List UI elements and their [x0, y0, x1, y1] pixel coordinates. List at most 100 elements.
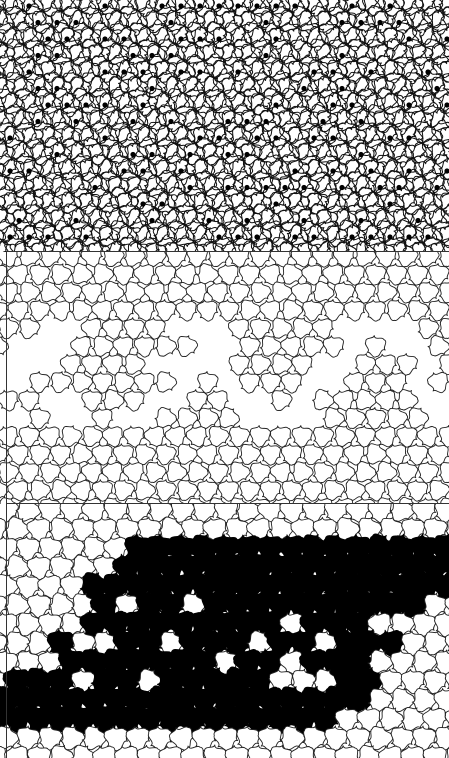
tile-knot — [368, 69, 373, 74]
tile-outline — [435, 726, 449, 750]
tile-knot — [387, 201, 392, 206]
tile-knot — [178, 168, 183, 173]
tile-outline — [260, 444, 280, 465]
tile-outline — [51, 264, 72, 285]
tile-outline — [397, 354, 418, 376]
tile-knot — [358, 119, 363, 124]
tile-outline — [12, 44, 35, 65]
tile-outline — [218, 264, 239, 285]
tile-outline — [439, 354, 449, 375]
dense-overlapping-tiling-panel — [0, 0, 449, 252]
tile-knot — [26, 69, 31, 74]
tile-outline — [102, 354, 123, 375]
tile-outline — [366, 408, 386, 430]
tile-outline — [316, 77, 339, 98]
tile-outline — [155, 300, 175, 322]
tile-knot — [140, 168, 145, 173]
tile-outline — [208, 462, 228, 484]
tile-knot — [235, 69, 240, 74]
tile-knot — [292, 234, 297, 239]
tile-outline — [236, 504, 261, 521]
tile-outline — [386, 408, 407, 429]
tile-outline — [428, 372, 449, 392]
tile-knot — [92, 185, 97, 190]
tile-outline — [183, 143, 205, 165]
tile-outline — [313, 462, 334, 483]
tile-knot — [301, 86, 306, 91]
tile-outline — [429, 264, 449, 286]
tile-outline — [0, 480, 9, 501]
tile-outline — [435, 650, 449, 674]
tile-knot — [406, 168, 411, 173]
filled-cluster-tiling-panel — [0, 504, 449, 758]
tile-outline — [124, 252, 145, 266]
tile-outline — [221, 77, 243, 99]
tile-outline — [333, 390, 354, 410]
tile-outline — [397, 462, 417, 483]
tile-outline — [408, 264, 428, 286]
tile-knot — [292, 3, 297, 8]
tile-knot — [244, 152, 249, 157]
tile-outline — [268, 0, 290, 15]
tile-knot — [330, 102, 335, 107]
tile-knot — [434, 86, 439, 91]
tile-outline — [292, 354, 312, 375]
tile-knot — [368, 234, 373, 239]
tile-knot — [187, 152, 192, 157]
tile-knot — [7, 135, 12, 140]
tile-knot — [311, 234, 316, 239]
tile-outline — [323, 408, 345, 428]
tile-knot — [263, 20, 268, 25]
tile-knot — [263, 53, 268, 58]
tile-outline — [92, 746, 117, 758]
tile-outline — [195, 171, 216, 194]
tile-outline — [344, 264, 364, 285]
tile-outline — [271, 318, 292, 338]
tile-outline — [366, 204, 387, 227]
tile-knot — [273, 135, 278, 140]
tile-outline — [439, 318, 449, 339]
tile-outline — [155, 372, 177, 392]
tile-outline — [148, 0, 169, 11]
tile-outline — [355, 252, 376, 266]
tile-knot — [311, 135, 316, 140]
tile-knot — [377, 20, 382, 25]
tile-outline — [239, 300, 261, 320]
tile-outline — [92, 444, 113, 465]
tile-outline — [30, 408, 50, 429]
tile-knot — [35, 53, 40, 58]
tile-outline — [103, 281, 125, 301]
tile-knot — [339, 86, 344, 91]
tile-knot — [140, 201, 145, 206]
dense-tiling-canvas — [0, 0, 449, 252]
tile-outline — [344, 300, 365, 321]
tile-knot — [26, 3, 31, 8]
tile-outline — [303, 300, 323, 322]
tile-knot — [35, 86, 40, 91]
tile-outline — [270, 462, 291, 482]
tile-outline — [176, 300, 197, 321]
tile-outline — [229, 252, 250, 267]
tile-knot — [102, 3, 107, 8]
tile-outline — [78, 160, 100, 181]
tile-outline — [92, 336, 113, 357]
tile-outline — [50, 209, 72, 231]
tile-outline — [407, 480, 427, 502]
tile-outline — [365, 372, 386, 393]
tile-outline — [418, 252, 439, 267]
tile-outline — [198, 372, 218, 394]
tile-outline — [366, 6, 389, 27]
tile-outline — [8, 444, 29, 465]
tile-outline — [176, 408, 197, 428]
tile-outline — [30, 372, 50, 394]
tile-knot — [168, 119, 173, 124]
tile-knot — [130, 152, 135, 157]
tile-outline — [27, 555, 50, 579]
tile-outline — [228, 318, 249, 339]
tile-outline — [0, 390, 18, 411]
tile-knot — [254, 135, 259, 140]
tile-outline — [144, 426, 166, 446]
tile-outline — [355, 461, 377, 481]
tile-outline — [239, 444, 260, 465]
